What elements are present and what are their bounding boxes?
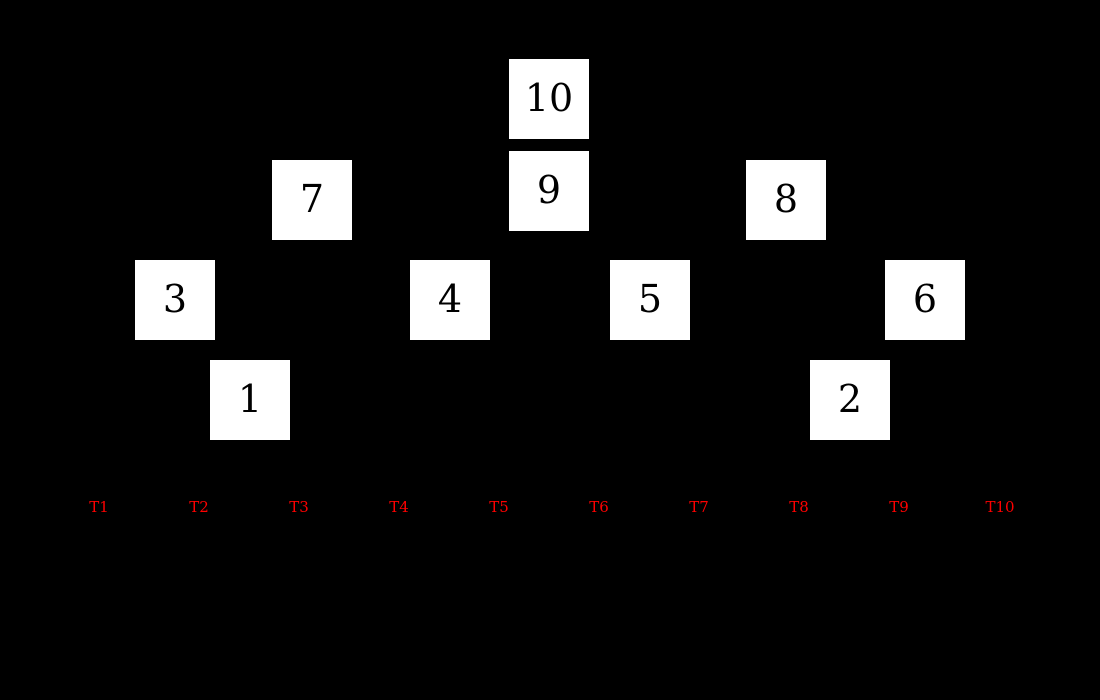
node-box[interactable]: 2 xyxy=(810,360,890,440)
axis-tick-label: T9 xyxy=(889,498,909,516)
node-box[interactable]: 4 xyxy=(410,260,490,340)
node-box[interactable]: 6 xyxy=(885,260,965,340)
axis-tick-label: T10 xyxy=(985,498,1015,516)
node-box[interactable]: 5 xyxy=(610,260,690,340)
node-box[interactable]: 8 xyxy=(746,160,826,240)
axis-tick-label: T3 xyxy=(289,498,309,516)
axis-tick-label: T1 xyxy=(89,498,109,516)
node-box[interactable]: 9 xyxy=(509,151,589,231)
axis-tick-label: T8 xyxy=(789,498,809,516)
axis-tick-label: T7 xyxy=(689,498,709,516)
node-box[interactable]: 7 xyxy=(272,160,352,240)
axis-tick-label: T5 xyxy=(489,498,509,516)
node-box[interactable]: 1 xyxy=(210,360,290,440)
node-box[interactable]: 3 xyxy=(135,260,215,340)
axis-tick-label: T6 xyxy=(589,498,609,516)
axis-tick-label: T4 xyxy=(389,498,409,516)
axis-tick-label: T2 xyxy=(189,498,209,516)
node-box[interactable]: 10 xyxy=(509,59,589,139)
